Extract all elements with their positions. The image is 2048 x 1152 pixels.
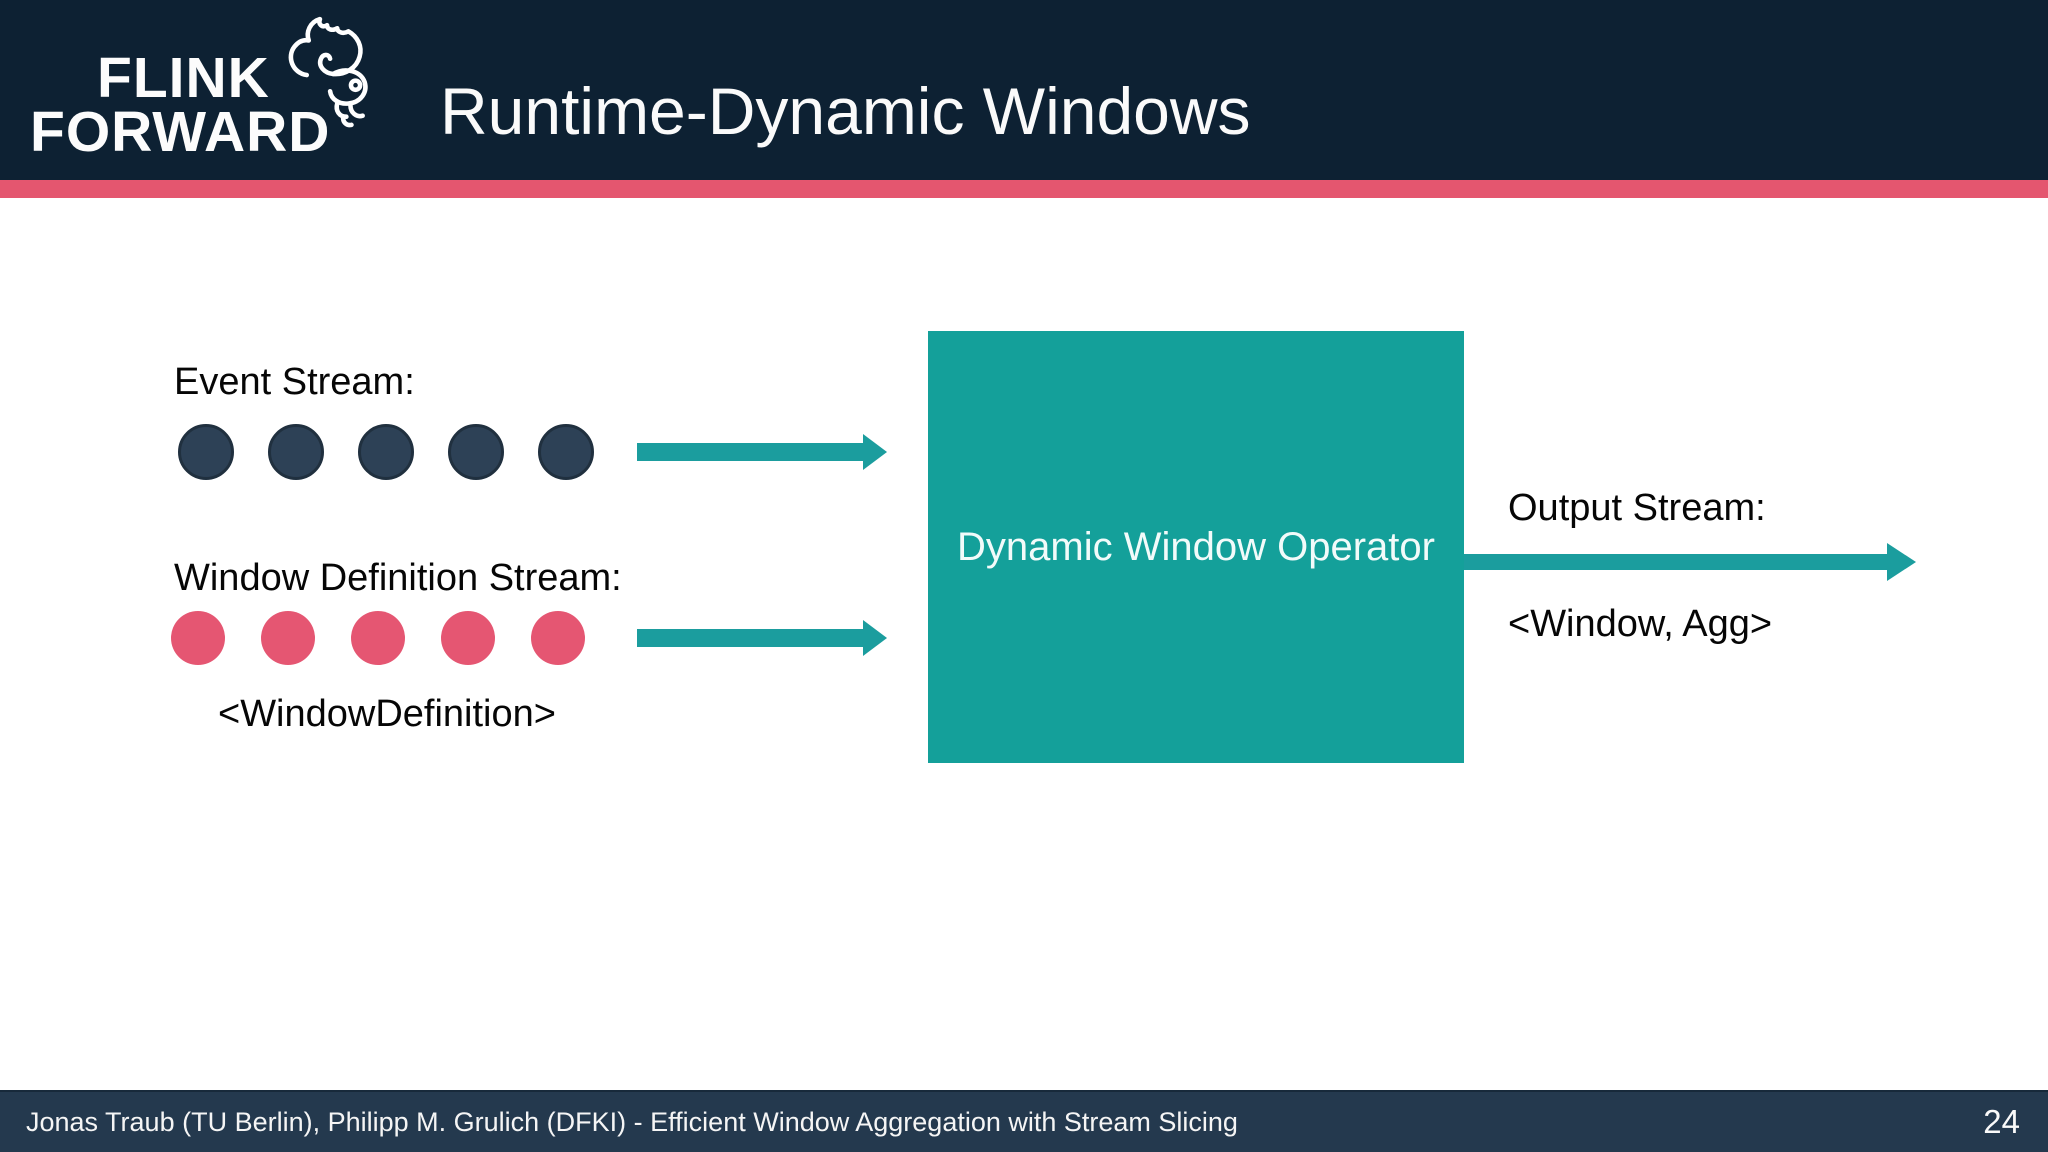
- page-number: 24: [1983, 1103, 2020, 1140]
- window-definition-dot: [171, 611, 225, 665]
- footer-bar: Jonas Traub (TU Berlin), Philipp M. Grul…: [0, 1090, 2048, 1152]
- logo-text-flink: FLINK: [97, 46, 270, 110]
- event-dot: [538, 424, 594, 480]
- flink-squirrel-icon: [288, 16, 368, 128]
- page-title: Runtime-Dynamic Windows: [440, 74, 1251, 148]
- flink-forward-logo: FLINK FORWARD: [30, 8, 390, 173]
- accent-stripe: [0, 180, 2048, 198]
- window-definition-arrow-icon: [637, 610, 887, 666]
- event-dot: [448, 424, 504, 480]
- event-stream-label: Event Stream:: [174, 361, 415, 403]
- window-definition-dot: [351, 611, 405, 665]
- window-definition-type-annotation: <WindowDefinition>: [218, 693, 556, 735]
- event-dot: [268, 424, 324, 480]
- dynamic-window-operator-box: Dynamic Window Operator: [928, 331, 1464, 763]
- window-definition-dot: [531, 611, 585, 665]
- output-type-annotation: <Window, Agg>: [1508, 603, 1773, 645]
- window-definition-dot: [441, 611, 495, 665]
- header-bar: FLINK FORWARD Runtime-Dynamic Windows: [0, 0, 2048, 180]
- window-definition-stream-label: Window Definition Stream:: [174, 557, 622, 599]
- window-definition-dots: [171, 611, 585, 665]
- output-stream-label: Output Stream:: [1508, 487, 1766, 529]
- logo-text-forward: FORWARD: [30, 100, 331, 164]
- footer-citation: Jonas Traub (TU Berlin), Philipp M. Grul…: [26, 1106, 1238, 1137]
- output-stream-arrow-icon: [1464, 534, 1916, 590]
- window-definition-dot: [261, 611, 315, 665]
- event-dot: [178, 424, 234, 480]
- operator-label: Dynamic Window Operator: [957, 524, 1435, 569]
- event-stream-dots: [178, 424, 594, 480]
- event-dot: [358, 424, 414, 480]
- event-stream-arrow-icon: [637, 424, 887, 480]
